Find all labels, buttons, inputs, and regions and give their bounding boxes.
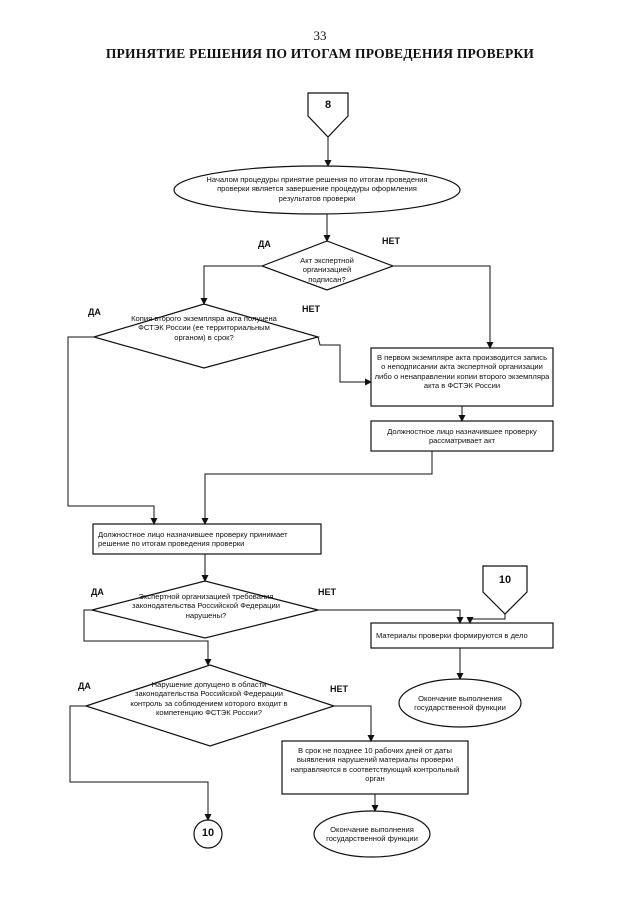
record-note-text: В первом экземпляре акта производится за… — [374, 353, 550, 391]
arrow-line — [334, 705, 375, 742]
materials-filed-text: Материалы проверки формируются в дело — [376, 631, 528, 640]
start-text: Началом процедуры принятие решения по ит… — [206, 175, 428, 203]
materials-sent-text: В срок не позднее 10 рабочих дней от дат… — [290, 746, 460, 784]
end-text-1: Окончание выполнения государственной фун… — [414, 694, 506, 713]
official-reviews-text: Должностное лицо назначившее проверку ра… — [387, 427, 537, 446]
end-text-2: Окончание выполнения государственной фун… — [326, 825, 418, 844]
no-label: НЕТ — [318, 587, 336, 597]
no-label: НЕТ — [302, 304, 320, 314]
arrow-line — [393, 265, 494, 349]
yes-label: ДА — [258, 239, 271, 249]
yes-label: ДА — [91, 587, 104, 597]
official-decides-text: Должностное лицо назначившее проверку пр… — [98, 530, 288, 549]
arrow-line — [83, 609, 212, 666]
decision-scope-text: Нарушение допущено в области законодател… — [130, 680, 288, 718]
decision-copy-received-text: Копия второго экземпляра акта получена Ф… — [131, 314, 277, 342]
official-decides-box — [92, 523, 322, 555]
exit-connector-10-label: 10 — [201, 827, 215, 839]
arrow-line — [317, 336, 372, 386]
arrow-line — [466, 614, 506, 624]
entry-connector-10-label: 10 — [498, 574, 512, 586]
decision-act-signed-text: Акт экспертной организацией подписан? — [300, 256, 354, 284]
decision-requirements-text: Экспертной организацией требования закон… — [132, 592, 280, 620]
page-number: 33 — [313, 28, 327, 43]
page-title: ПРИНЯТИЕ РЕШЕНИЯ ПО ИТОГАМ ПРОВЕДЕНИЯ ПР… — [105, 46, 535, 61]
official-reviews-box — [370, 420, 554, 452]
entry-connector-10 — [482, 565, 528, 615]
arrow-line — [318, 609, 464, 624]
no-label: НЕТ — [330, 684, 348, 694]
arrow-line — [200, 265, 262, 305]
entry-connector-8 — [307, 92, 349, 138]
yes-label: ДА — [78, 681, 91, 691]
no-label: НЕТ — [382, 236, 400, 246]
arrow-line — [201, 451, 433, 525]
start-ellipse — [173, 165, 461, 215]
materials-sent-box — [281, 740, 469, 795]
arrow-line — [69, 705, 212, 821]
materials-filed-box — [370, 622, 554, 649]
entry-connector-8-label: 8 — [324, 99, 332, 111]
yes-label: ДА — [88, 307, 101, 317]
arrow-line — [67, 336, 158, 525]
